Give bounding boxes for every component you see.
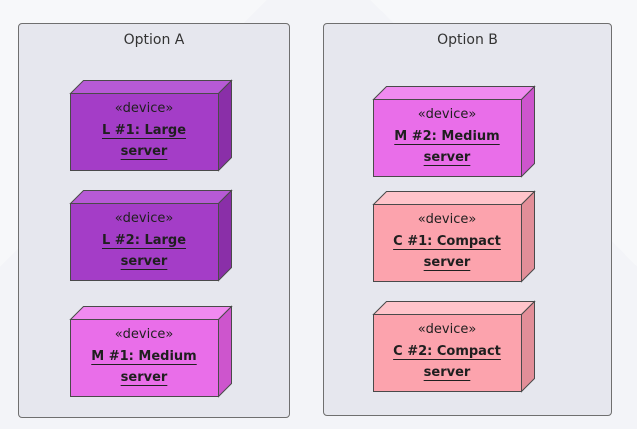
node-shape — [69, 189, 233, 282]
node-label: «device» L #1: Large server — [70, 93, 218, 170]
package-title: Option B — [437, 32, 498, 48]
node-front-face — [70, 203, 219, 281]
node-top-face — [69, 80, 233, 94]
node-side-face — [521, 190, 535, 283]
node-label: «device» M #2: Medium server — [373, 99, 521, 176]
node-name: L #1: Large server — [101, 123, 187, 159]
node-front-face — [70, 319, 219, 397]
node-side-face — [218, 79, 232, 172]
node-shape — [372, 300, 536, 393]
node-stereotype: «device» — [417, 212, 477, 227]
node-shape — [69, 305, 233, 398]
node-stereotype: «device» — [417, 322, 477, 337]
node-shape — [372, 190, 536, 283]
node-label: «device» C #2: Compact server — [373, 314, 521, 391]
node-side-face — [218, 189, 232, 282]
device-node-large-server-1[interactable]: «device» L #1: Large server — [69, 79, 233, 172]
node-name: C #2: Compact server — [393, 344, 501, 380]
node-name: L #2: Large server — [101, 233, 187, 269]
node-shape — [372, 85, 536, 178]
node-top-face — [372, 86, 536, 100]
node-label: «device» C #1: Compact server — [373, 204, 521, 281]
node-side-face — [521, 85, 535, 178]
device-node-medium-server-1[interactable]: «device» M #1: Medium server — [69, 305, 233, 398]
node-label: «device» M #1: Medium server — [70, 319, 218, 396]
node-side-face — [521, 300, 535, 393]
node-top-face — [372, 191, 536, 205]
node-stereotype: «device» — [114, 211, 174, 226]
device-node-large-server-2[interactable]: «device» L #2: Large server — [69, 189, 233, 282]
device-node-medium-server-2[interactable]: «device» M #2: Medium server — [372, 85, 536, 178]
node-top-face — [372, 301, 536, 315]
node-top-face — [69, 190, 233, 204]
node-stereotype: «device» — [417, 107, 477, 122]
node-name: M #1: Medium server — [91, 349, 197, 385]
node-front-face — [373, 314, 522, 392]
package-title: Option A — [123, 32, 185, 48]
node-stereotype: «device» — [114, 101, 174, 116]
device-node-compact-server-1[interactable]: «device» C #1: Compact server — [372, 190, 536, 283]
node-name: C #1: Compact server — [393, 234, 501, 270]
node-front-face — [373, 204, 522, 282]
node-front-face — [70, 93, 219, 171]
node-front-face — [373, 99, 522, 177]
node-shape — [69, 79, 233, 172]
node-label: «device» L #2: Large server — [70, 203, 218, 280]
node-name: M #2: Medium server — [394, 129, 500, 165]
node-top-face — [69, 306, 233, 320]
device-node-compact-server-2[interactable]: «device» C #2: Compact server — [372, 300, 536, 393]
node-side-face — [218, 305, 232, 398]
node-stereotype: «device» — [114, 327, 174, 342]
